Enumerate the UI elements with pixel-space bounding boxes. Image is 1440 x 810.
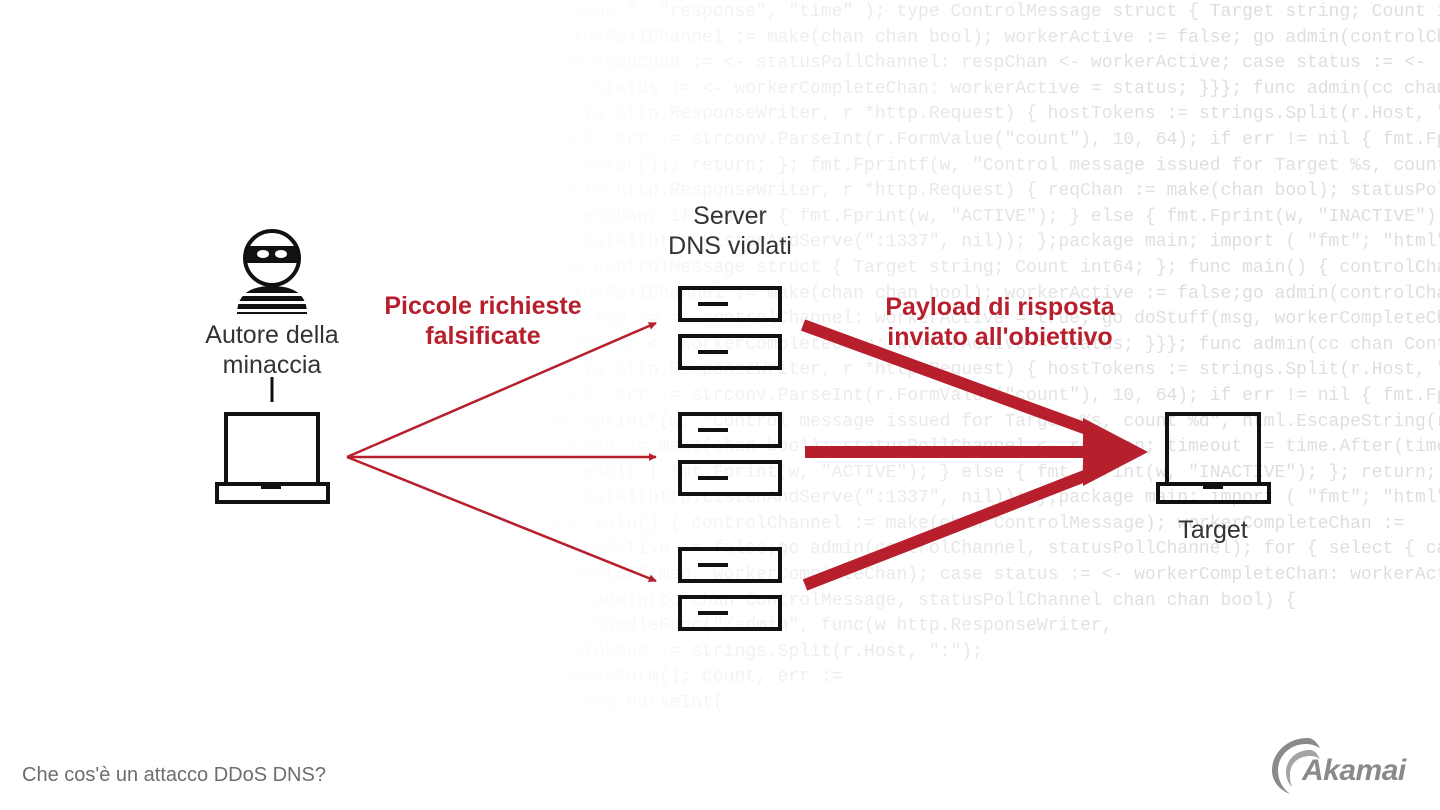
target-label: Target [1178,516,1248,544]
footer-caption: Che cos'è un attacco DDoS DNS? [22,764,326,786]
request-arrow-1 [346,321,657,459]
servers-label: Server DNS violati [668,202,792,260]
attacker-burglar-icon [237,229,307,314]
payload-label: Payload di risposta inviato all'obiettiv… [885,293,1115,351]
akamai-logo: Akamai [1268,732,1428,796]
payload-arrow-1 [800,319,1098,438]
payload-arrowhead [1083,418,1148,486]
akamai-logo-text: Akamai [1302,754,1406,787]
server-icon-2 [678,412,782,496]
server-icon-3 [678,547,782,631]
request-arrow-3 [346,455,657,583]
target-laptop-icon [1156,412,1271,504]
payload-arrow-3 [802,466,1098,591]
server-icon-1 [678,286,782,370]
requests-label: Piccole richieste falsificate [384,292,582,350]
akamai-logo-icon [1272,738,1320,794]
attacker-label: Autore della minaccia [205,321,339,379]
attacker-laptop-icon [215,412,330,504]
